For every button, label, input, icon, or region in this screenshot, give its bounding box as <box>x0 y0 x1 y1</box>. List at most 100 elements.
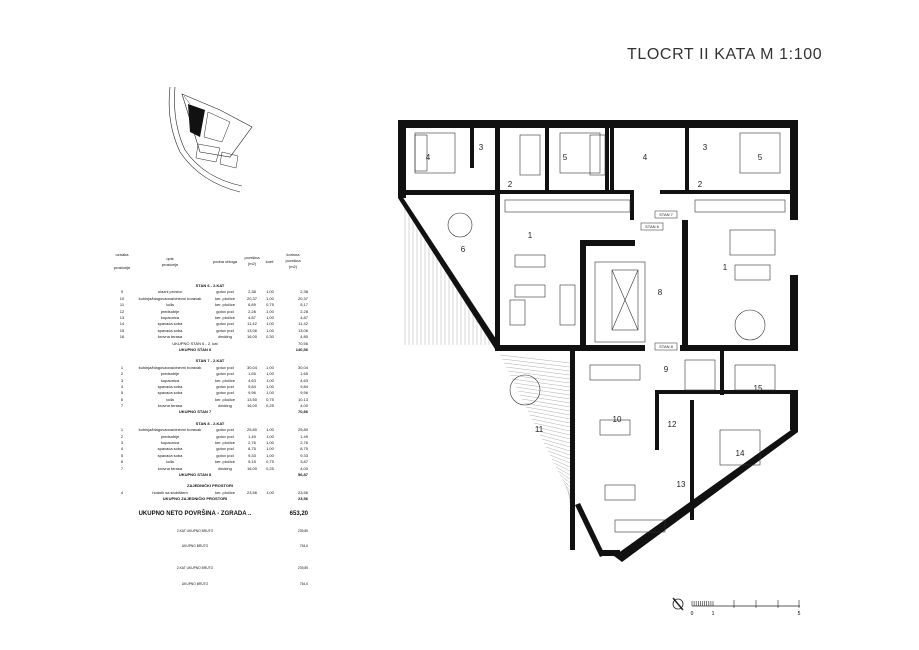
table-cell: 12 <box>119 308 125 314</box>
table-cell: 9,84 <box>248 383 256 389</box>
table-cell: gotov pod <box>216 452 234 458</box>
col-povrsina: površina <box>244 255 260 260</box>
table-cell: 16,00 <box>246 403 257 409</box>
table-cell: 1,00 <box>266 427 274 433</box>
table-cell: 9,96 <box>300 390 308 396</box>
table-cell: decking <box>218 403 232 409</box>
room-number: 1 <box>528 231 533 240</box>
table-cell: 6 <box>120 396 124 402</box>
table-cell: 15 <box>119 327 125 333</box>
table-cell: 11,42 <box>298 321 308 327</box>
table-cell: 0,75 <box>266 459 274 465</box>
table-cell: 4 <box>120 446 124 452</box>
table-cell: 3 <box>120 440 124 446</box>
table-cell: 4,80 <box>300 334 308 340</box>
room-number: 13 <box>677 480 686 489</box>
table-cell: 9,33 <box>248 452 256 458</box>
table-cell: 1,00 <box>266 308 274 314</box>
table-cell: gotov pod <box>216 371 234 377</box>
table-cell: 6 <box>120 459 124 465</box>
table-cell: kuhinja/blagovaona/dnevni boravak <box>138 364 202 370</box>
room-number: 12 <box>668 420 677 429</box>
table-cell: 0,75 <box>266 302 274 308</box>
table-cell: 1 <box>120 364 124 370</box>
total-label: UKUPNO STAN 7 <box>178 409 212 415</box>
col-opis-2: prostorije <box>161 262 179 267</box>
table-cell: 1,49 <box>300 433 308 439</box>
grand-total-row: UKUPNO NETO POVRŠINA - ZGRADA ..653,20 <box>112 509 308 519</box>
table-cell: gotov pod <box>216 364 234 370</box>
table-cell: 4,00 <box>300 465 308 471</box>
room-number: 5 <box>758 153 763 162</box>
table-cell: kuhinja/blagovaona/dnevni boravak <box>138 427 202 433</box>
table-cell: 13,06 <box>246 327 257 333</box>
table-cell: lođa <box>166 302 174 308</box>
table-cell: 8,75 <box>248 446 256 452</box>
table-cell: 11,42 <box>247 321 257 327</box>
table-cell: 20,37 <box>246 295 257 301</box>
north-arrow-icon <box>672 598 684 610</box>
apartment-tag: STAN 7 <box>659 212 673 217</box>
room-number: 4 <box>643 153 648 162</box>
table-cell: 30,04 <box>246 364 257 370</box>
table-cell: ker. pločice <box>214 295 235 301</box>
table-header: oznaka prostorije opis prostorije podna … <box>112 250 308 278</box>
col-oznaka: oznaka <box>115 252 129 257</box>
table-cell: 3 <box>120 377 124 383</box>
col-opis: opis <box>166 256 174 261</box>
table-cell: 4 <box>120 489 124 495</box>
subtotal-value: 70,56 <box>297 340 308 346</box>
table-cell: 0,25 <box>266 465 274 471</box>
bruto-value: 239,85 <box>297 566 308 571</box>
table-cell: 9 <box>120 289 124 295</box>
table-cell: 1,00 <box>266 314 274 320</box>
scale-bar: 0 1 5 <box>672 597 801 617</box>
table-cell: 13,50 <box>246 396 257 402</box>
table-cell: ker. pločice <box>214 314 235 320</box>
table-cell: gotov pod <box>216 383 234 389</box>
table-cell: lođa <box>166 459 174 465</box>
col-koef: koef. <box>265 259 275 264</box>
table-cell: 2 <box>120 371 124 377</box>
table-cell: 23,56 <box>297 489 308 495</box>
table-cell: 11 <box>119 302 125 308</box>
bruto-value: 754,6 <box>299 581 308 586</box>
table-cell: 9,96 <box>248 390 256 396</box>
table-cell: 1,00 <box>266 433 274 439</box>
room-number: 3 <box>703 143 708 152</box>
col-korisna-unit: (m2) <box>288 264 298 269</box>
scale-label-0: 0 <box>691 611 694 617</box>
table-cell: gotov pod <box>216 446 234 452</box>
table-cell: 2,76 <box>248 440 256 446</box>
total-label: UKUPNO STAN 6 <box>178 346 212 352</box>
table-cell: 1,49 <box>248 433 256 439</box>
table-cell: krovna terasa <box>157 403 183 409</box>
table-cell: ulazni prostor <box>157 289 182 295</box>
table-cell: kupaonica <box>160 377 180 383</box>
table-cell: 25,80 <box>246 427 257 433</box>
table-cell: 1,00 <box>266 295 274 301</box>
bruto-value: 239,85 <box>297 528 308 533</box>
table-cell: spavaća soba <box>157 452 183 458</box>
table-cell: gotov pod <box>216 289 234 295</box>
table-cell: 1,00 <box>266 383 274 389</box>
table-cell: krovna terasa <box>157 465 183 471</box>
section-title: STAN 6 - 2.KAT <box>195 283 225 288</box>
table-cell: 2,28 <box>300 308 308 314</box>
table-cell: gotov pod <box>216 308 234 314</box>
table-cell: predsoblje <box>160 308 180 314</box>
section-title: STAN 7 - 2.KAT <box>195 358 225 364</box>
